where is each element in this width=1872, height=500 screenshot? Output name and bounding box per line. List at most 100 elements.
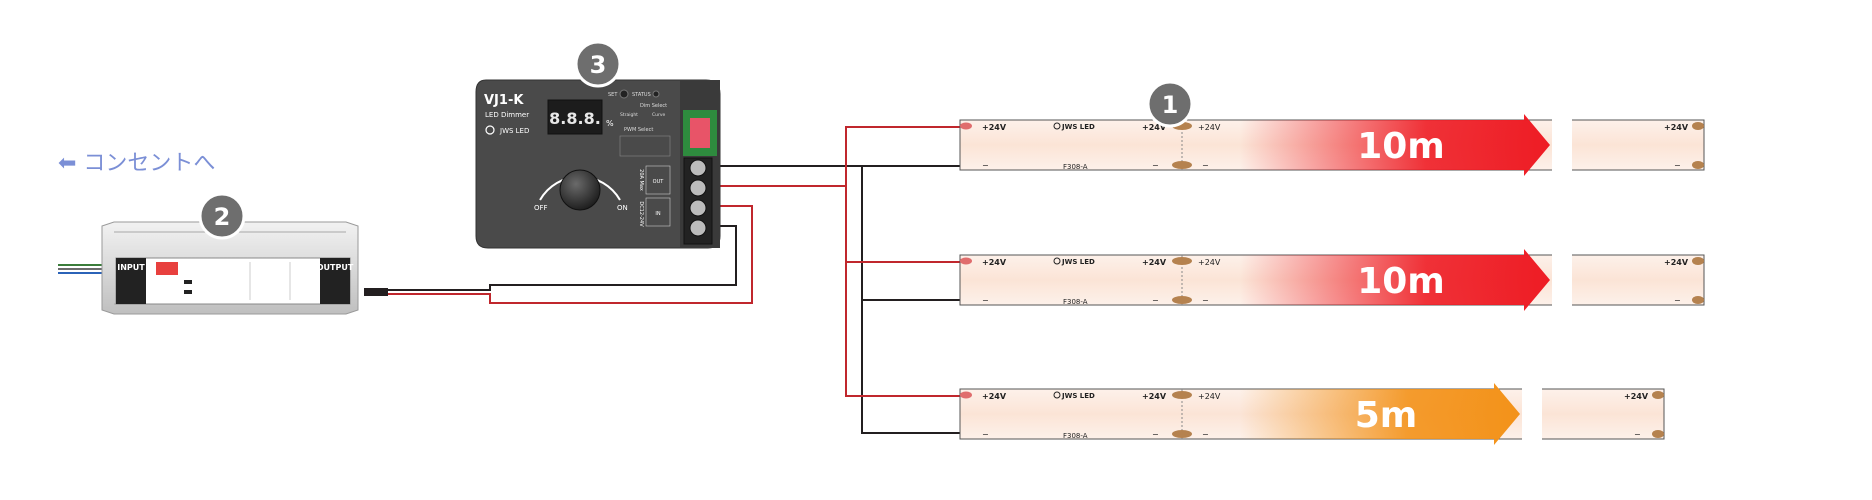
straight-label: Straight <box>620 112 638 118</box>
strip-brand: JWS LED <box>1061 123 1095 131</box>
terminal-in-plus <box>689 199 707 217</box>
callout-strip-number: 1 <box>1162 91 1179 119</box>
strip-plus-label-end: +24V <box>1664 258 1689 267</box>
dimmer-brand: JWS LED <box>499 127 529 135</box>
strip-gap <box>1522 388 1542 440</box>
brand-logo-icon <box>485 125 495 135</box>
strip-length-label: 10m <box>1357 126 1445 167</box>
wire-pos-trunk <box>845 186 960 397</box>
knob-off-label: OFF <box>534 204 548 212</box>
pwm-select-label: PWM Select <box>624 127 653 133</box>
set-button[interactable] <box>619 89 629 99</box>
callout-strip: 1 <box>1146 80 1194 128</box>
strip-minus-label-end: − <box>1674 296 1681 305</box>
dimmer-display <box>547 99 603 135</box>
strip-minus-label-end: − <box>1634 430 1641 439</box>
out-rating: 20A Max <box>638 169 644 191</box>
strip-brand-icon <box>1053 122 1061 130</box>
strip-plus-label-end: +24V <box>1624 392 1649 401</box>
dim-select-label: Dim Select <box>640 103 667 109</box>
dimmer-knob[interactable] <box>559 169 601 211</box>
wires <box>364 126 960 434</box>
solder-pad <box>1692 257 1704 265</box>
strip-minus-label-2: − <box>1202 296 1209 305</box>
solder-pad <box>1652 430 1664 438</box>
dimmer-model: VJ1-K <box>484 93 524 108</box>
strip-brand-icon <box>1053 257 1061 265</box>
strip-plus-label: +24V <box>982 123 1007 132</box>
callout-dimmer: 3 <box>574 40 622 88</box>
strip-brand-icon <box>1053 391 1061 399</box>
solder-pad <box>960 391 972 399</box>
strip-model: F308-A <box>1063 298 1088 306</box>
psu-input-block <box>116 258 146 304</box>
solder-pad <box>1692 122 1704 130</box>
pwm-table <box>619 135 671 157</box>
psu-output-cable <box>364 288 388 296</box>
strip-minus-label: − <box>982 430 989 439</box>
solder-pad <box>1692 296 1704 304</box>
solder-pad <box>1172 296 1192 304</box>
out-label: OUT <box>653 179 665 185</box>
power-supply: INPUT OUTPUT <box>58 221 359 315</box>
callout-dimmer-number: 3 <box>590 51 607 79</box>
terminal-out-plus <box>689 179 707 197</box>
wire-psu-negative <box>388 225 737 291</box>
strip-plus-label-end: +24V <box>1664 123 1689 132</box>
solder-pad <box>960 122 972 130</box>
strip-plus-label: +24V <box>982 258 1007 267</box>
strip-minus-label-cut: − <box>1152 296 1159 305</box>
solder-pad <box>1172 391 1192 399</box>
psu-input-label: INPUT <box>117 263 145 272</box>
set-label: SET <box>608 92 618 98</box>
strip-plus-label-2: +24V <box>1198 123 1221 132</box>
length-arrow <box>1240 249 1550 311</box>
strip-plus-label-cut: +24V <box>1142 258 1167 267</box>
psu-warning-tag <box>156 262 178 275</box>
solder-pad <box>1652 391 1664 399</box>
strip-plus-label-2: +24V <box>1198 258 1221 267</box>
strip-minus-label-cut: − <box>1152 161 1159 170</box>
dip-switches[interactable] <box>690 118 710 148</box>
strip-minus-label-2: − <box>1202 430 1209 439</box>
in-label: IN <box>655 211 660 217</box>
curve-label: Curve <box>652 112 666 118</box>
status-led <box>652 90 660 98</box>
wire-psu-positive <box>388 205 753 304</box>
callout-psu-number: 2 <box>214 203 231 231</box>
strip-brand: JWS LED <box>1061 392 1095 400</box>
solder-pad <box>1692 161 1704 169</box>
strip-plus-label-cut: +24V <box>1142 123 1167 132</box>
display-value: 8.8.8. <box>549 109 601 128</box>
wire-out-positive <box>714 126 960 187</box>
strip-model: F308-A <box>1063 163 1088 171</box>
strip-length-label: 5m <box>1355 395 1418 436</box>
solder-pad <box>1172 257 1192 265</box>
strip-plus-label-cut: +24V <box>1142 392 1167 401</box>
dimmer-subtitle: LED Dimmer <box>485 111 529 119</box>
terminal-in-minus <box>689 219 707 237</box>
strip-minus-label: − <box>982 296 989 305</box>
psu-output-block <box>320 258 350 304</box>
strip-model: F308-A <box>1063 432 1088 440</box>
knob-on-label: ON <box>617 204 628 212</box>
psu-output-label: OUTPUT <box>317 263 354 272</box>
strip-gap <box>1552 254 1572 306</box>
strip-minus-label-2: − <box>1202 161 1209 170</box>
in-rating: DC12-24V <box>638 201 644 227</box>
status-label: STATUS <box>632 92 651 98</box>
strip-plus-label-2: +24V <box>1198 392 1221 401</box>
strip-brand: JWS LED <box>1061 258 1095 266</box>
solder-pad <box>1172 161 1192 169</box>
strip-minus-label-end: − <box>1674 161 1681 170</box>
strip-gap <box>1552 119 1572 171</box>
solder-pad <box>960 257 972 265</box>
display-percent: % <box>606 119 614 128</box>
outlet-label: ⬅ コンセントへ <box>58 151 215 176</box>
psu-label-panel <box>115 257 351 305</box>
strip-minus-label-cut: − <box>1152 430 1159 439</box>
